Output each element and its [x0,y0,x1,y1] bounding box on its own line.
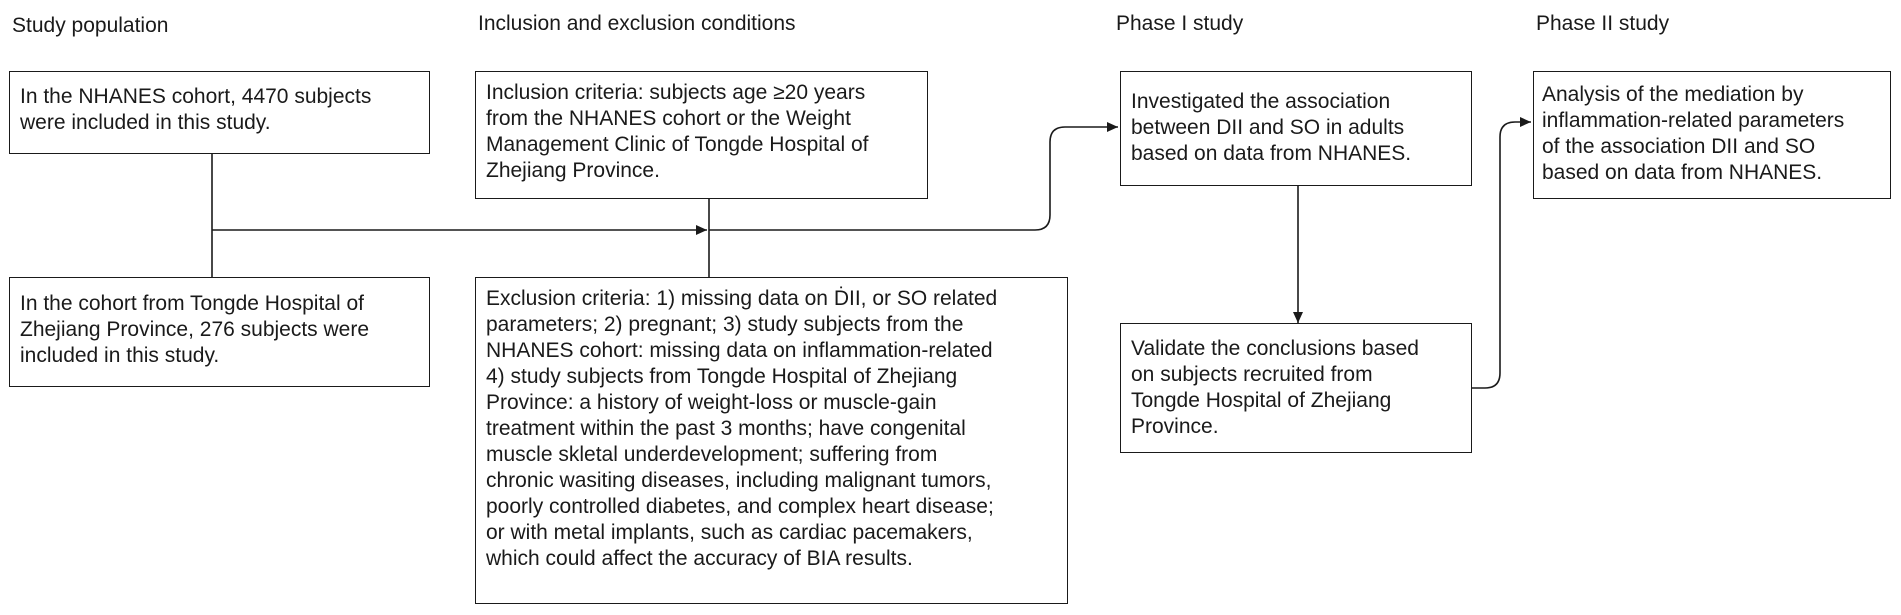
heading-inclusion-exclusion: Inclusion and exclusion conditions [478,12,796,35]
nhanes-cohort-box: In the NHANES cohort, 4470 subjects were… [9,71,430,154]
to-phase2-arrow [1471,117,1531,389]
heading-phase-1: Phase I study [1116,12,1244,35]
inclusion-criteria-box: Inclusion criteria: subjects age ≥20 yea… [475,71,928,199]
validate-conclusions-box: Validate the conclusions based on subjec… [1120,323,1472,453]
exclusion-criteria-box: Exclusion criteria: 1) missing data on D… [475,277,1068,604]
phase1-box: Investigated the association between DII… [1120,71,1472,186]
to-phase1-arrow [709,122,1118,231]
heading-phase-2: Phase II study [1536,12,1670,35]
heading-study-population: Study population [12,14,169,37]
tongde-cohort-box: In the cohort from Tongde Hospital of Zh… [9,277,430,387]
phase2-box: Analysis of the mediation by inflammatio… [1533,71,1891,199]
